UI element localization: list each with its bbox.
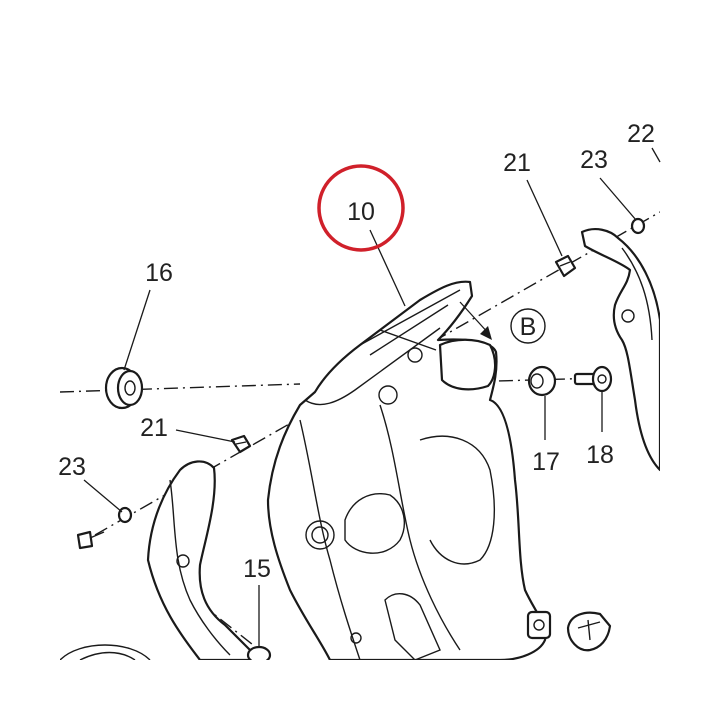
bolt-left — [76, 530, 105, 550]
view-b-label: B — [520, 313, 537, 341]
washer-17 — [527, 365, 557, 397]
lower-left-outline — [60, 644, 151, 660]
callout-16: 16 — [145, 259, 173, 287]
rubber-grommet — [104, 366, 144, 410]
lower-left-outline-inner — [79, 651, 136, 660]
highlight-circle — [317, 164, 405, 252]
right-side-cover — [580, 228, 660, 472]
rubber-damper — [566, 611, 612, 652]
callout-23-top: 23 — [580, 146, 608, 174]
clip-nut-left — [230, 434, 252, 454]
left-side-cover — [146, 460, 262, 660]
screw-23-left — [117, 506, 133, 524]
view-b-marker: B — [510, 308, 546, 344]
callout-15: 15 — [243, 555, 271, 583]
axis-left-mount — [60, 383, 301, 393]
callout-labels: 10 16 21 23 21 23 22 17 18 15 — [58, 120, 655, 583]
view-b-arrow — [459, 301, 492, 340]
callout-10: 10 — [347, 198, 375, 226]
screw-23-top — [630, 217, 646, 235]
callout-21-top: 21 — [503, 149, 531, 177]
leader-lines — [83, 147, 661, 647]
callout-23-left: 23 — [58, 453, 86, 481]
callout-22: 22 — [627, 120, 655, 148]
bolt-18 — [573, 365, 613, 393]
main-bracket — [266, 280, 552, 660]
callout-17: 17 — [532, 448, 560, 476]
fastener-15 — [246, 645, 272, 660]
callout-21-left: 21 — [140, 414, 168, 442]
callout-18: 18 — [586, 441, 614, 469]
clip-nut-right — [554, 254, 577, 278]
